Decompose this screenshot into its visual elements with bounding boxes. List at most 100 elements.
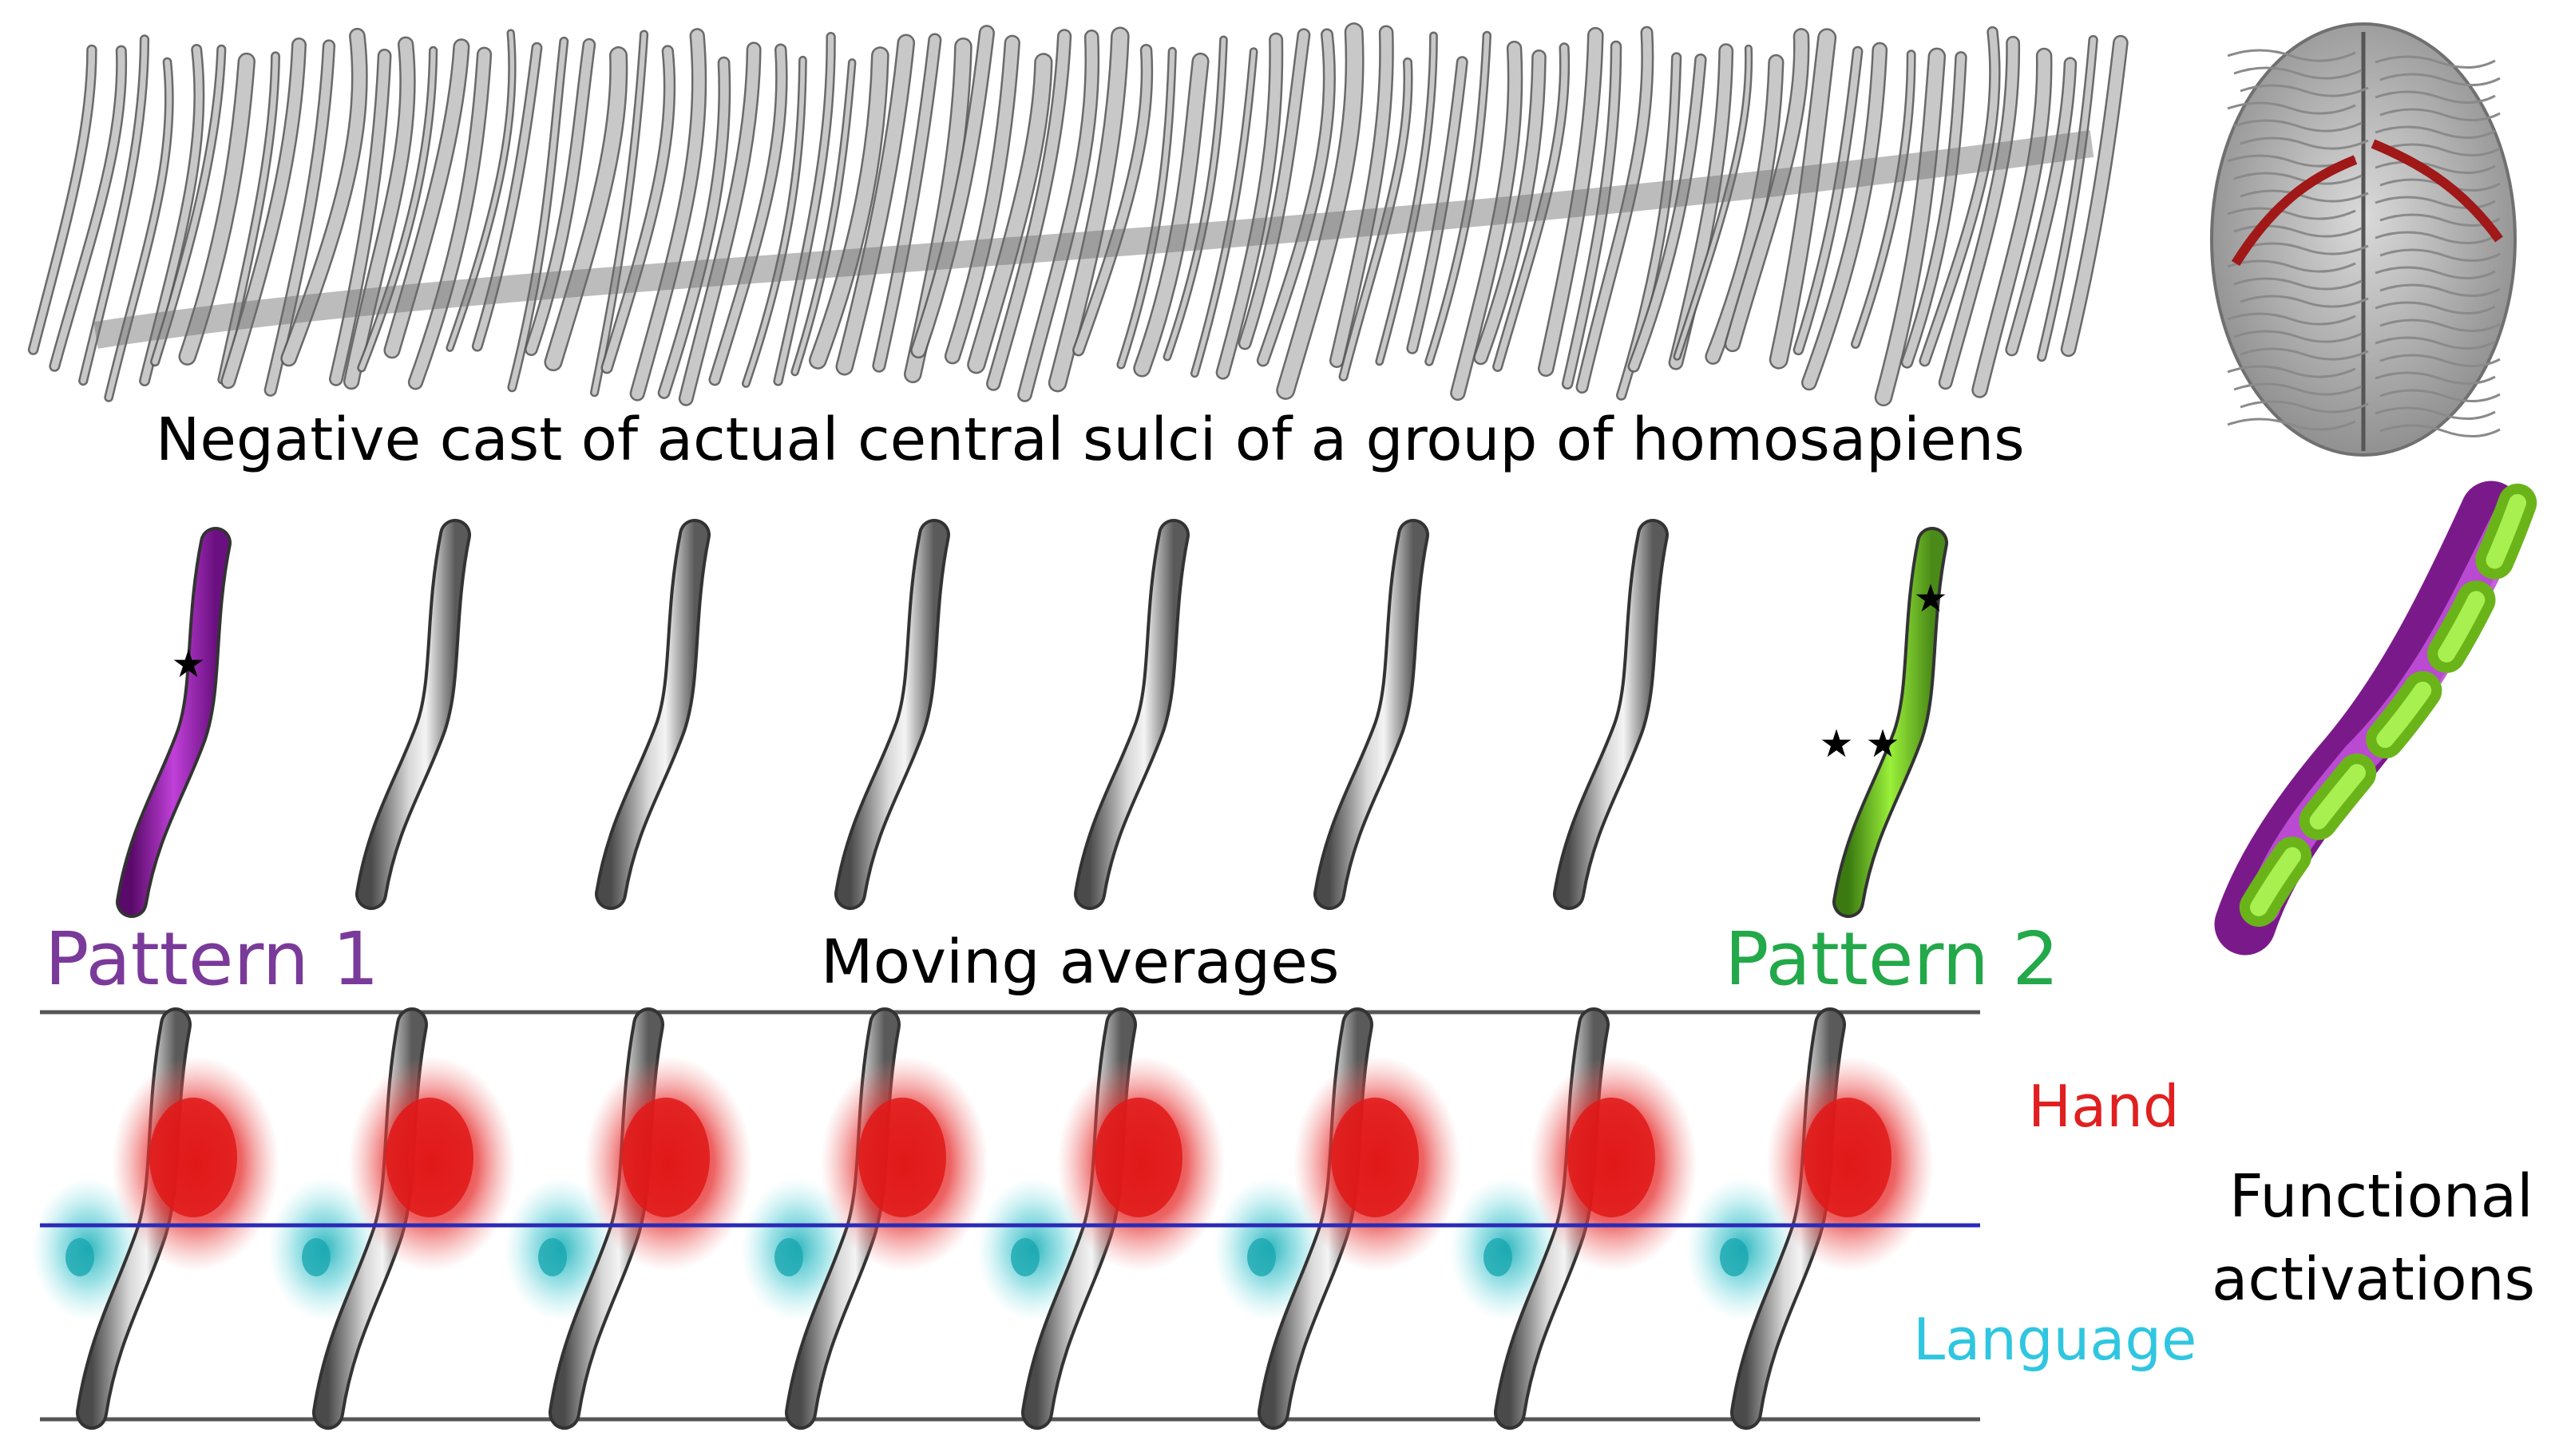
sulcus-body (371, 535, 455, 894)
brain-gyrus (2379, 73, 2501, 87)
star-marker: ★ (1819, 722, 1853, 766)
hand-activation-core (1095, 1098, 1182, 1217)
sulcus-body (850, 535, 934, 894)
sulcus-cast-highlight (837, 36, 913, 374)
right-central-sulcus (2371, 139, 2503, 243)
brain-gyrus (2227, 207, 2356, 220)
sulcus-cast-highlight (1876, 49, 1944, 405)
sulcus-shapes-row (132, 535, 1932, 902)
moving-average-sulcus (1569, 535, 1653, 894)
brain-gyrus (2233, 277, 2363, 291)
sulcus-cast-highlight (358, 48, 436, 371)
sulcus-cast-highlight (266, 41, 334, 395)
pattern-1-label: Pattern 1 (45, 916, 379, 1002)
sulcus-cast-highlight (447, 30, 515, 350)
sulcus-cast-highlight (969, 54, 1051, 372)
sulcus-cast-highlight (602, 46, 674, 372)
sulcus-cast-highlight (1165, 38, 1226, 359)
sulcus-cast-highlight (1341, 59, 1412, 380)
sulcus-cast-highlight (1475, 51, 1545, 363)
brain-gyrus (2227, 49, 2356, 62)
star-marker: ★ (1865, 722, 1899, 766)
sulcus-cast-highlight (141, 46, 203, 385)
pattern-2-overlay-highlight (2245, 493, 2527, 925)
hand-activation-core (622, 1098, 710, 1217)
sulcus-cast-highlight (774, 34, 834, 385)
sulcus-cast-highlight (1218, 34, 1281, 378)
moving-averages-label: Moving averages (821, 926, 1340, 997)
functional-activation-row (32, 1012, 1980, 1419)
sulcus-body (611, 535, 695, 894)
sulcus-cast-highlight (2006, 58, 2075, 354)
sulcus-cast-highlight (1726, 30, 1808, 350)
sulcus-cast-highlight (1331, 26, 1392, 366)
sulcus-cast-highlight (1675, 46, 1751, 359)
star-markers: ★ ★ ★ ★ (171, 576, 1947, 766)
sulcus-cast-highlight (1452, 42, 1521, 399)
sulcus-cast-highlight (1795, 48, 1861, 354)
sulcus-body (132, 543, 216, 902)
sulcus-cast-highlight (2062, 37, 2127, 355)
brain-gyrus (2379, 248, 2501, 263)
brain-gyrus (2375, 125, 2496, 140)
brain-gyrus (2379, 108, 2501, 122)
sulcus-cast-highlight (873, 34, 940, 371)
sulcus-body (1569, 535, 1653, 894)
sulcus-cast-highlight (385, 40, 468, 357)
hand-activation-core (1567, 1098, 1655, 1217)
sulcus-cast-highlight (1426, 33, 1490, 365)
sulcus-cast-highlight (1852, 51, 1915, 347)
sulcus-cast-highlight (912, 26, 993, 357)
hand-activation-core (149, 1098, 237, 1217)
sulcus-cast-highlight (509, 38, 567, 390)
sulcus-cast-highlight (592, 32, 647, 395)
brain-gyrus (2233, 119, 2363, 133)
sulcus-cast-highlight (345, 38, 414, 388)
hand-activation-core (858, 1098, 946, 1217)
brain-gyrus (2375, 90, 2496, 105)
brain-gyrus (2375, 336, 2496, 350)
language-activation-core (774, 1238, 803, 1276)
sulcus-cast-highlight (1577, 28, 1652, 392)
language-activation-core (302, 1238, 331, 1276)
star-marker: ★ (171, 642, 205, 686)
sulcus-cast-highlight (222, 39, 305, 387)
sulcus-cast-highlight (660, 58, 729, 398)
sulcus-cast-highlight (1771, 30, 1835, 368)
sulcus-cast-highlight (1050, 29, 1128, 390)
brain-gyrus (2240, 136, 2369, 150)
star-marker: ★ (1913, 576, 1947, 621)
sulcus-body (1090, 535, 1174, 894)
pattern-2-label: Pattern 2 (1725, 916, 2059, 1002)
brain-gyrus (2233, 330, 2363, 343)
brain-gyrus (2233, 382, 2363, 396)
sulcus-cast-highlight (1240, 30, 1309, 348)
language-activation-core (1483, 1238, 1512, 1276)
sulcus-cast-highlight (1920, 28, 1999, 365)
brain-gyrus (2227, 312, 2356, 326)
sulcus-cast-highlight (219, 53, 279, 383)
brain-gyrus (2375, 55, 2496, 69)
sulcus-cast-highlight (1118, 49, 1175, 368)
sulcus-cast-highlight (410, 49, 490, 388)
sulcus-cast-highlight (810, 48, 888, 368)
left-central-sulcus (2231, 155, 2358, 267)
sulcus-cast-highlight (1563, 42, 1620, 388)
caption-text: Negative cast of actual central sulci of… (156, 406, 2025, 474)
sulcus-cast-highlight (743, 57, 806, 386)
brain-gyrus (2240, 242, 2369, 255)
hand-label: Hand (2028, 1073, 2180, 1140)
language-activation-core (65, 1238, 94, 1276)
language-activation-core (1720, 1238, 1749, 1276)
language-label: Language (1913, 1306, 2197, 1373)
sulcus-cast-highlight (1377, 33, 1436, 364)
brain-gyrus (2240, 189, 2369, 203)
sulcus-cast-highlight (1706, 56, 1782, 363)
sulcus-body (1329, 535, 1413, 894)
sulcus-cast-highlight (632, 30, 705, 400)
brain-gyrus (2375, 301, 2496, 315)
sulcus-cast-highlight (30, 46, 96, 354)
pattern-overlay (2214, 481, 2537, 956)
brain-gyrus (2375, 231, 2496, 245)
language-activation-core (1247, 1238, 1276, 1276)
